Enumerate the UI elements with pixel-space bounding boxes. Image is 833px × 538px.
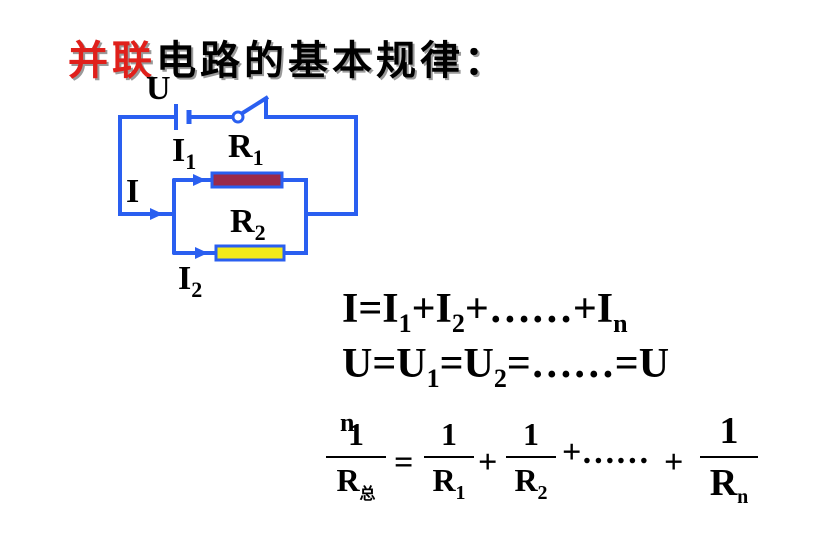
plus-sign-last: + <box>664 444 684 481</box>
equation-voltage: U=U1=U2=……=U <box>342 341 670 393</box>
page-title: 并联电路的基本规律： <box>68 28 508 86</box>
title-rest: 电路的基本规律： <box>156 38 508 84</box>
label-resistor-r1: R1 <box>228 128 264 170</box>
wire-top-right <box>264 98 358 216</box>
title-parallel: 并联 <box>68 38 156 84</box>
plus-ellipsis: +…… <box>562 434 650 471</box>
arrow-branch1-current <box>193 174 206 186</box>
label-resistor-r2: R2 <box>230 203 266 245</box>
arrow-main-current <box>150 208 163 220</box>
label-current-i1: I1 <box>172 132 197 174</box>
fraction-r1: 1 R1 <box>424 418 474 503</box>
switch-pivot <box>231 110 245 124</box>
label-current-i2: I2 <box>178 260 203 302</box>
equation-current: I=I1+I2+……+In <box>342 286 628 338</box>
fraction-total: 1 R总 <box>326 418 386 502</box>
resistor-r2 <box>214 244 286 262</box>
label-voltage-u: U <box>146 70 171 107</box>
label-current-i: I <box>126 173 140 210</box>
equation-voltage-tail: n <box>340 408 355 437</box>
wire-top-left <box>118 115 177 216</box>
fraction-rn: 1 Rn <box>700 412 758 507</box>
resistor-r1 <box>210 171 284 189</box>
fraction-r2: 1 R2 <box>506 418 556 503</box>
arrow-branch2-current <box>195 247 208 259</box>
wire-branch-left <box>158 178 176 255</box>
plus-sign-1: + <box>478 444 498 481</box>
equals-sign: = <box>394 444 414 481</box>
switch-blade <box>239 95 270 116</box>
